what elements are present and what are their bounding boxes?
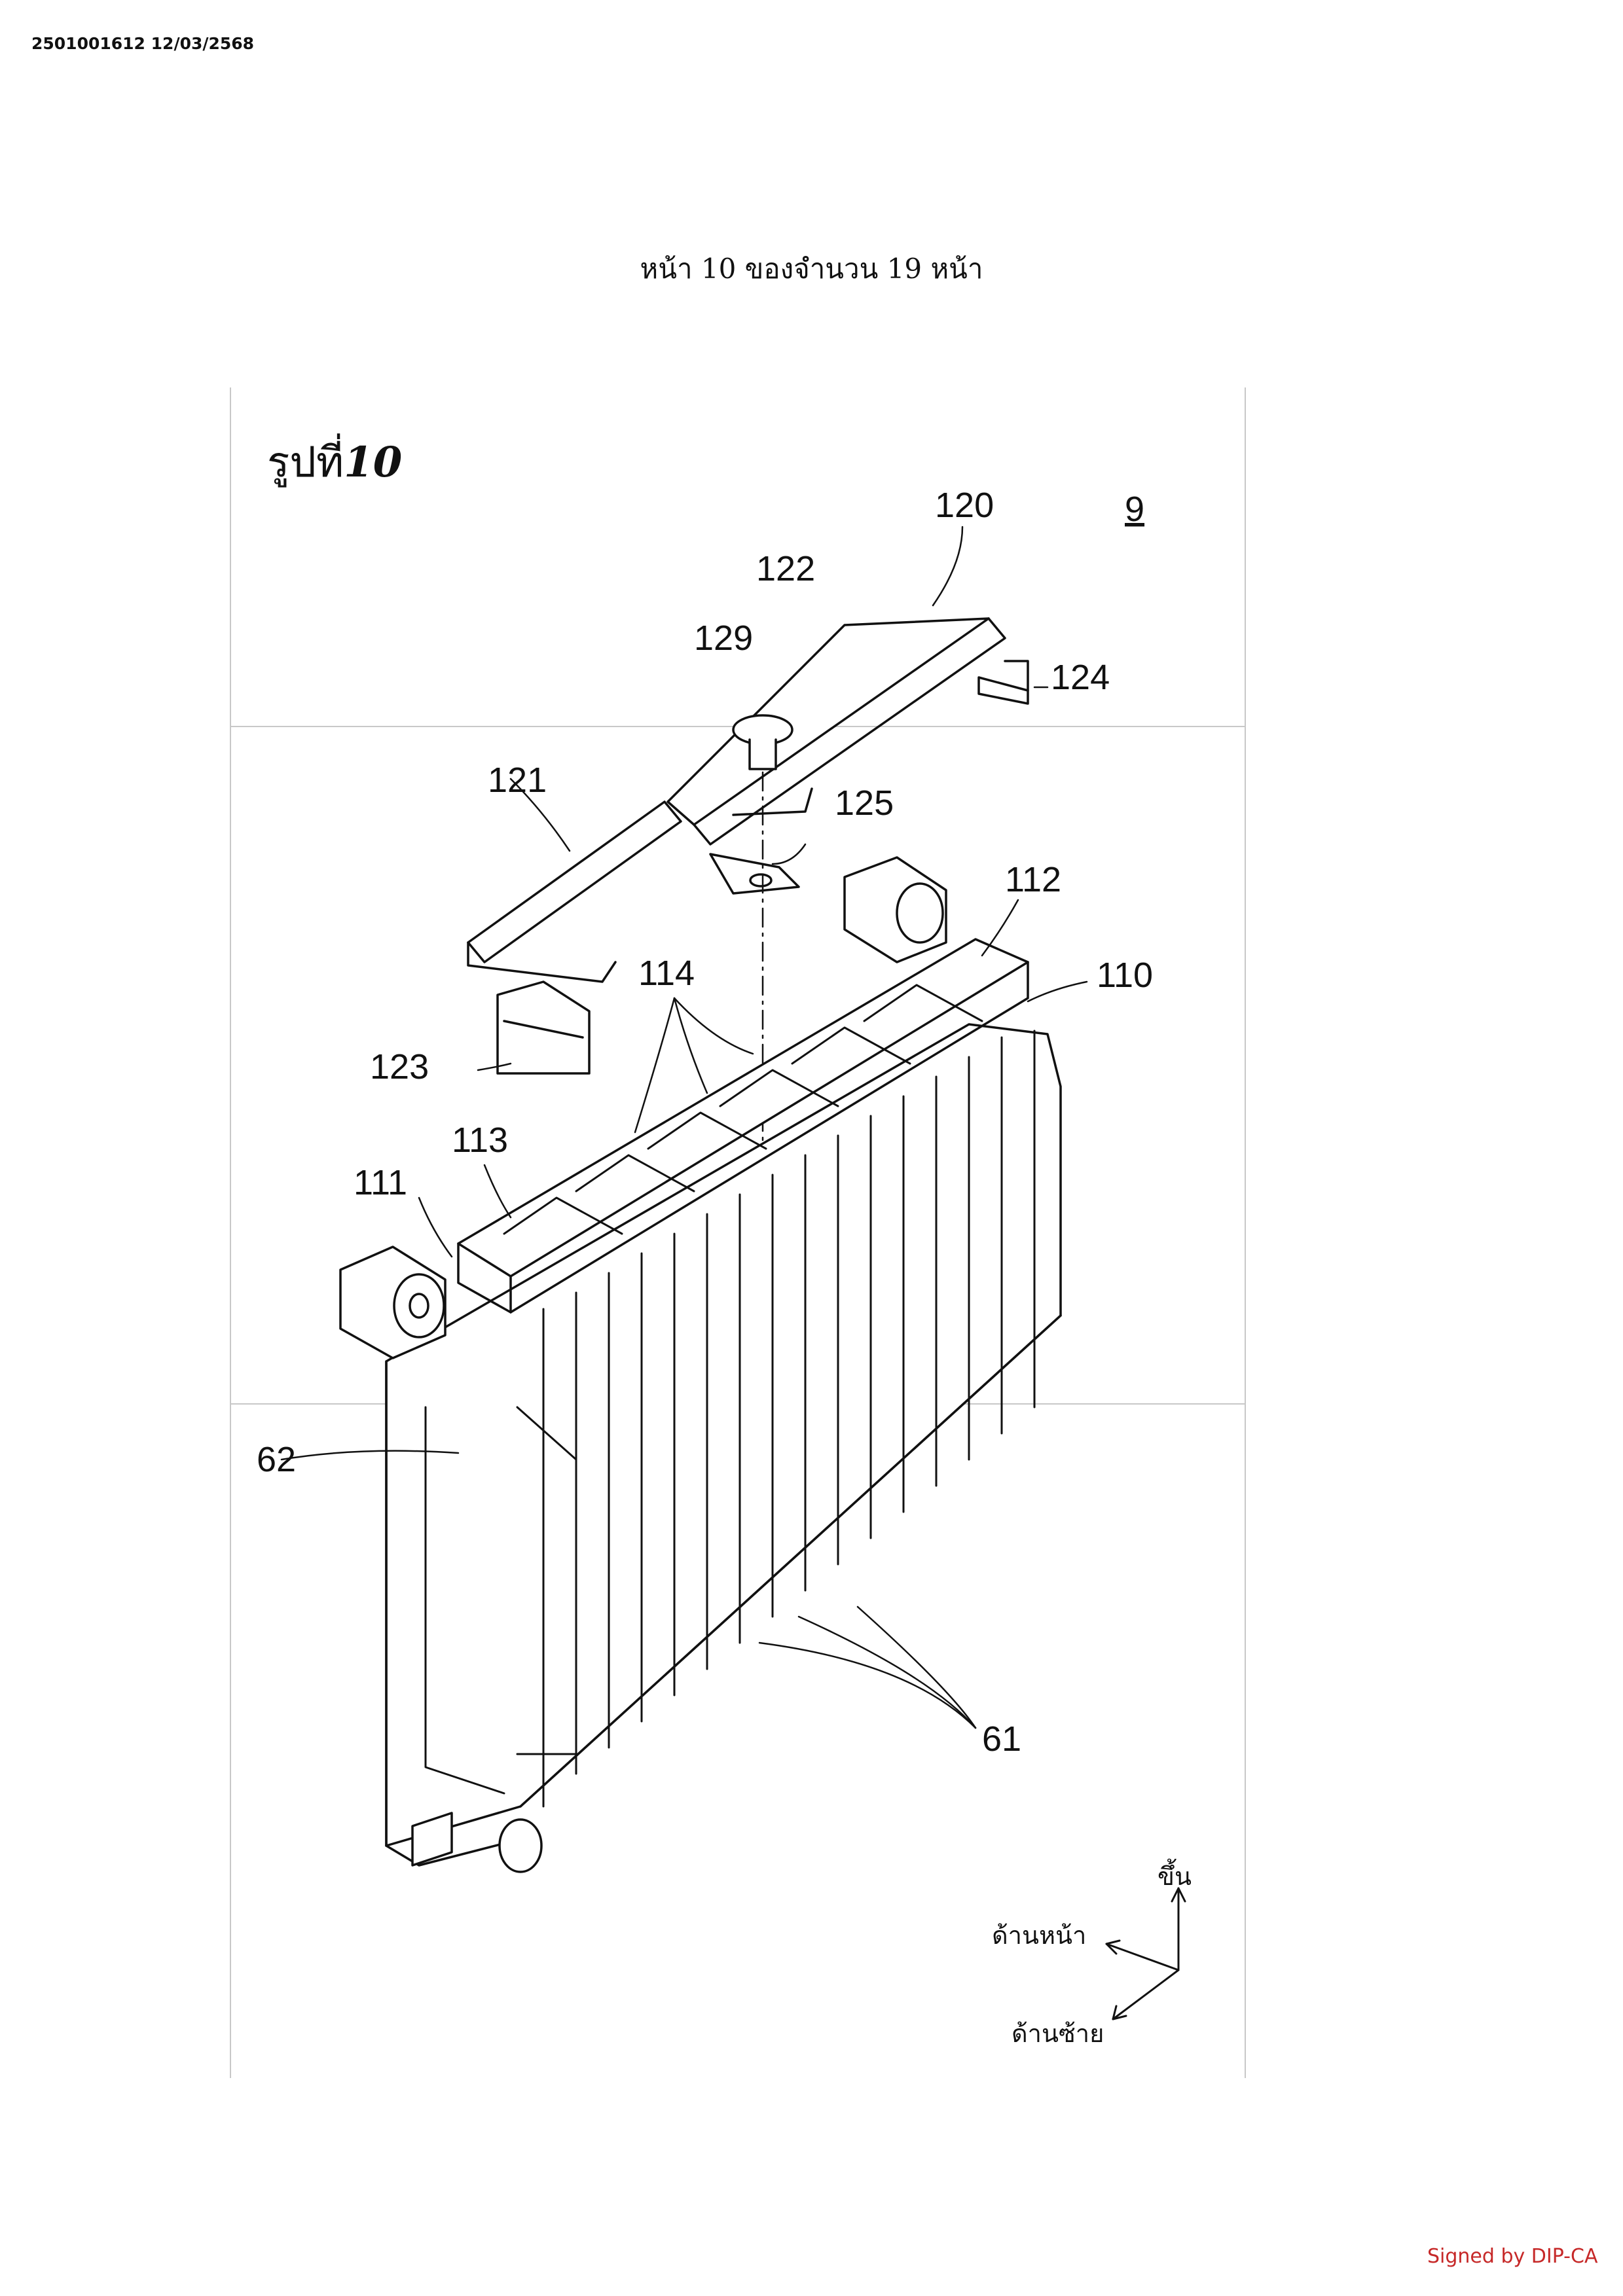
patent-drawing: รูปที่10 9: [230, 387, 1246, 2078]
label-114: 114: [638, 954, 695, 993]
label-123: 123: [370, 1047, 429, 1086]
tab-125: [709, 853, 800, 895]
heat-fins: [542, 1030, 1036, 1808]
housing-body: [385, 938, 1062, 1867]
axis-front-label: ด้านหน้า: [992, 1921, 1086, 1950]
side-panel: [424, 1406, 505, 1795]
figure-number: 9: [1125, 490, 1144, 529]
page-header: หน้า 10 ของจำนวน 19 หน้า: [640, 253, 983, 285]
label-110: 110: [1097, 956, 1153, 995]
boss-front: [339, 1246, 447, 1359]
boss-bottom: [411, 1812, 543, 1873]
label-111: 111: [354, 1163, 407, 1202]
axis-left-label: ด้านซ้าย: [1012, 2019, 1104, 2048]
tray-ribs: [503, 984, 983, 1235]
pin-129: [732, 714, 793, 770]
label-129: 129: [694, 619, 753, 658]
label-120: 120: [935, 486, 994, 525]
axis-up-label: ขึ้น: [1158, 1858, 1192, 1891]
digital-signature: Signed by DIP-CA: [1427, 2245, 1598, 2268]
label-122: 122: [756, 549, 815, 588]
label-62: 62: [257, 1440, 296, 1479]
label-113: 113: [452, 1121, 508, 1160]
label-112: 112: [1005, 860, 1061, 899]
direction-axes: [1105, 1887, 1186, 2020]
document-stamp: 2501001612 12/03/2568: [31, 34, 255, 53]
label-61: 61: [982, 1719, 1021, 1759]
boss-rear: [843, 856, 947, 963]
figure-title: รูปที่10: [267, 433, 402, 488]
label-124: 124: [1051, 658, 1110, 697]
tab-hole: [749, 873, 773, 888]
label-121: 121: [488, 761, 547, 800]
cover-part: [467, 617, 1029, 1075]
label-125: 125: [835, 783, 894, 823]
leader-lines: [280, 526, 1088, 1729]
